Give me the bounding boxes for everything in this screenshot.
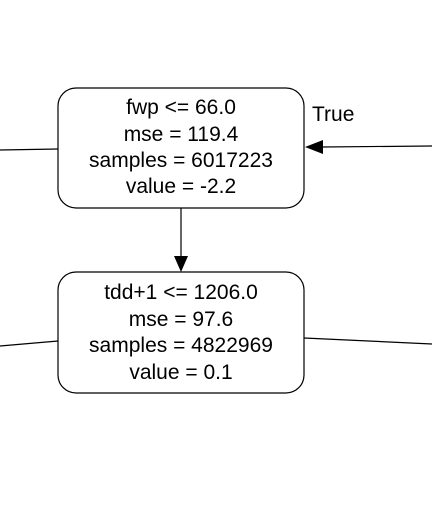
node-b-mse: mse = 97.6 [129,308,233,331]
tree-node-a: fwp <= 66.0 mse = 119.4 samples = 601722… [57,87,305,209]
edge-right-to-node-a-arrowhead [305,140,323,154]
node-a-split-rule: fwp <= 66.0 [126,96,236,119]
node-a-value: value = -2.2 [126,175,236,198]
tree-node-b: tdd+1 <= 1206.0 mse = 97.6 samples = 482… [57,271,305,394]
edge-node-a-to-node-b-arrowhead [174,256,188,272]
tree-node-a-box [57,87,305,209]
edge-label-true: True [312,103,354,126]
edge-node-b-to-right [303,337,432,345]
tree-node-b-box [57,271,305,394]
edge-left-to-node-b [0,340,59,347]
node-b-value: value = 0.1 [129,361,232,384]
edge-right-to-node-a [321,145,432,148]
node-a-samples: samples = 6017223 [89,149,273,172]
node-b-split-rule: tdd+1 <= 1206.0 [104,281,258,304]
node-a-mse: mse = 119.4 [124,123,239,146]
node-b-samples: samples = 4822969 [89,334,273,357]
edge-left-to-node-a [0,148,59,151]
